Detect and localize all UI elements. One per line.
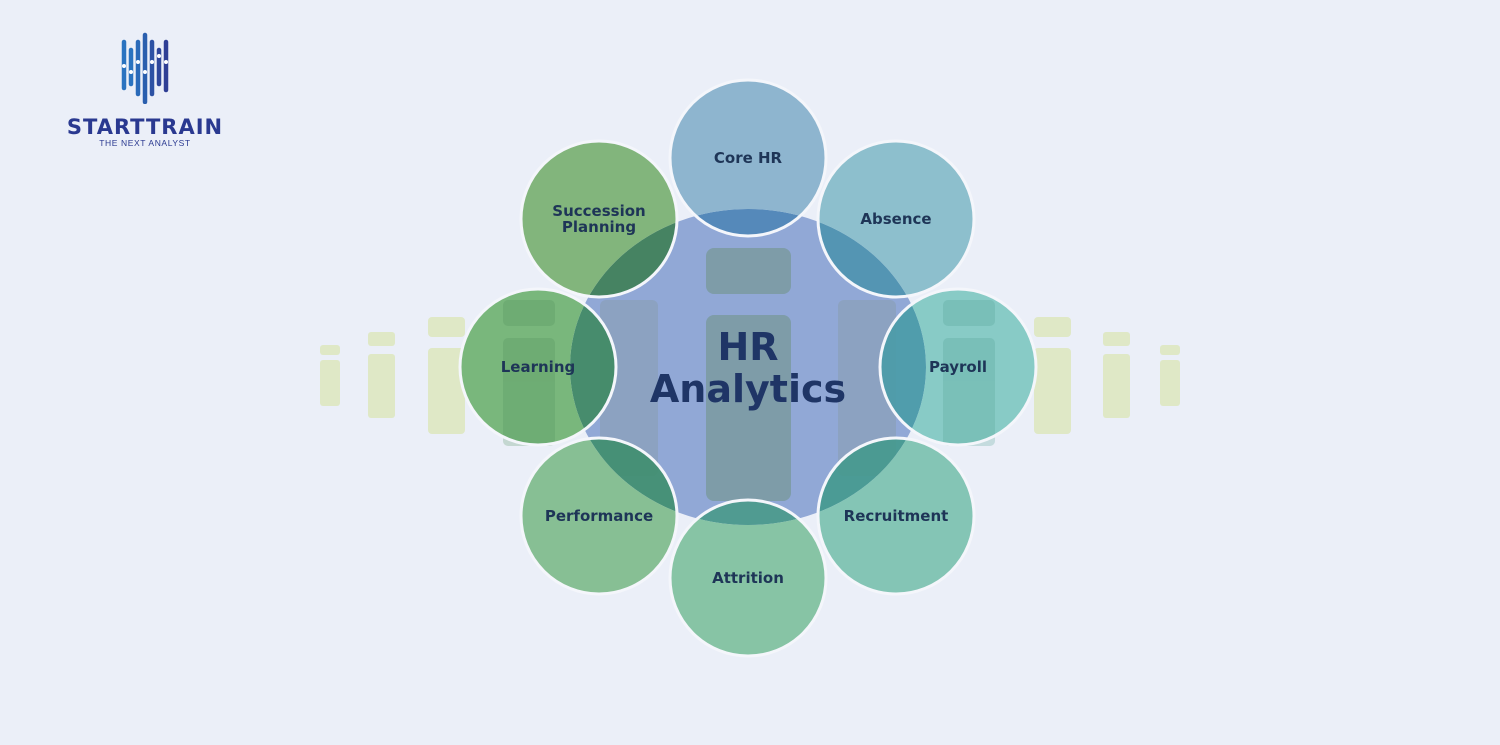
node-payroll: Payroll	[928, 358, 988, 376]
node-succession-line2: Planning	[561, 218, 637, 236]
center-hub	[570, 209, 926, 525]
background-i-motif	[320, 317, 1180, 434]
logo-wordmark: STARTTRAIN	[66, 115, 224, 139]
node-recruitment: Recruitment	[843, 507, 949, 525]
node-attrition: Attrition	[712, 569, 784, 587]
node-absence: Absence	[860, 210, 932, 228]
center-title-line1: HR	[717, 325, 779, 369]
equalizer-bars-icon	[121, 32, 169, 104]
node-succession-planning: Succession Planning	[552, 203, 645, 235]
node-succession-line1: Succession	[552, 202, 646, 220]
logo-tagline: THE NEXT ANALYST	[99, 138, 191, 148]
outer-circles	[460, 80, 1036, 656]
center-title: HR Analytics	[650, 326, 846, 410]
circle-rims	[458, 78, 1038, 658]
center-title-line2: Analytics	[649, 367, 847, 411]
node-performance: Performance	[544, 507, 654, 525]
node-learning: Learning	[500, 358, 576, 376]
starttrain-logo: STARTTRAIN THE NEXT ANALYST	[56, 32, 236, 152]
node-core-hr: Core HR	[713, 149, 783, 167]
